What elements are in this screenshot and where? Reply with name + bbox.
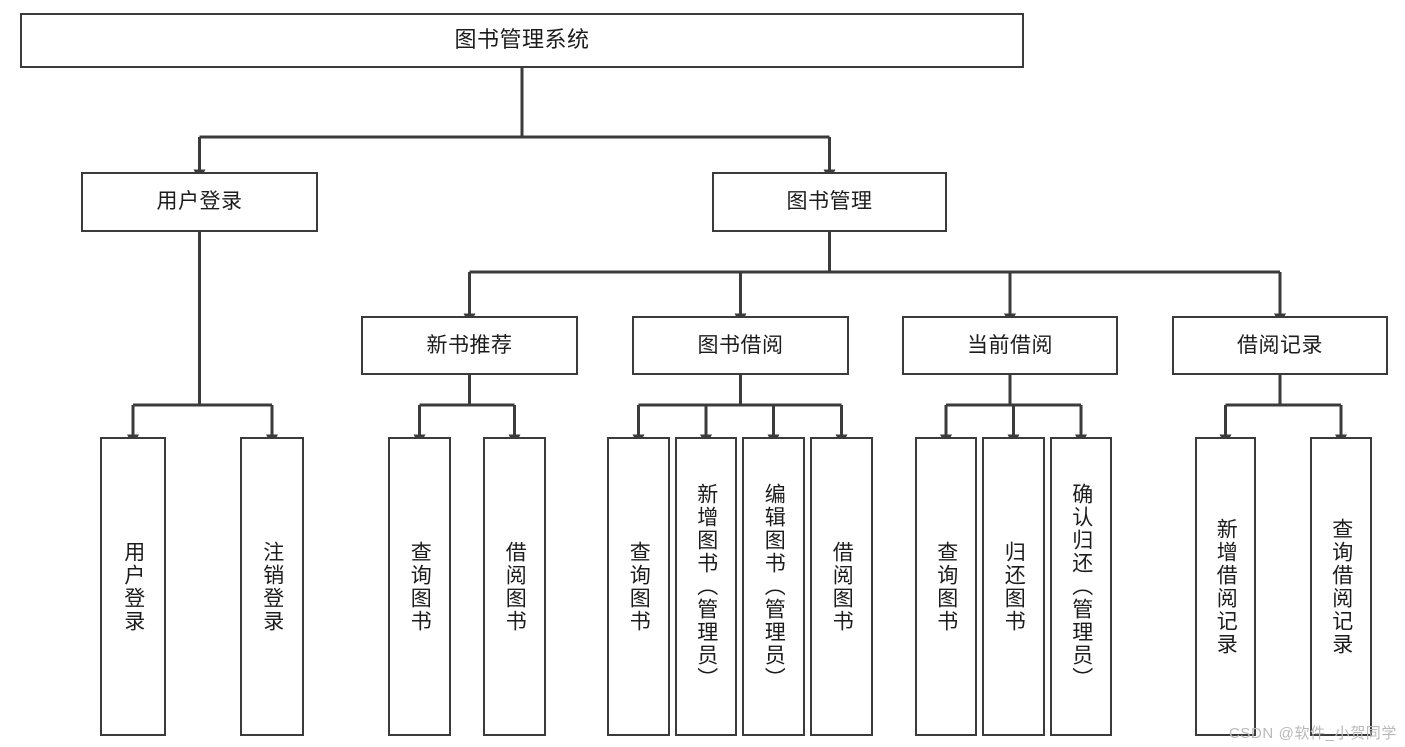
node-leaf-query-book-1[interactable]: 查询图书 [388,437,451,736]
node-book-manage[interactable]: 图书管理 [712,172,947,232]
node-label: 确认归还（管理员） [1069,483,1093,690]
node-leaf-borrow-book-2[interactable]: 借阅图书 [810,437,873,736]
node-current-loan[interactable]: 当前借阅 [902,316,1118,375]
node-leaf-confirm-return[interactable]: 确认归还（管理员） [1050,437,1112,736]
node-leaf-user-logout[interactable]: 注销登录 [240,437,304,736]
node-leaf-query-record[interactable]: 查询借阅记录 [1310,437,1372,736]
node-label: 新增借阅记录 [1214,517,1238,656]
node-leaf-edit-book[interactable]: 编辑图书（管理员） [742,437,805,736]
node-label: 新增图书（管理员） [694,483,718,690]
node-root[interactable]: 图书管理系统 [20,13,1024,68]
node-label: 当前借阅 [967,333,1053,357]
node-label: 用户登录 [156,190,243,214]
node-label: 注销登录 [260,540,284,633]
node-label: 借阅记录 [1237,333,1323,357]
node-label: 查询图书 [627,540,651,633]
node-label: 编辑图书（管理员） [762,483,786,690]
node-label: 图书管理 [786,190,873,214]
node-label: 查询图书 [408,540,432,633]
node-label: 图书借阅 [697,333,784,357]
node-leaf-user-login[interactable]: 用户登录 [100,437,166,736]
node-leaf-borrow-book-1[interactable]: 借阅图书 [483,437,546,736]
node-label: 查询图书 [934,540,958,633]
node-new-book-rec[interactable]: 新书推荐 [361,316,578,375]
node-user-login[interactable]: 用户登录 [81,172,318,232]
node-label: 查询借阅记录 [1329,517,1353,656]
node-leaf-return-book[interactable]: 归还图书 [982,437,1045,736]
node-label: 新书推荐 [426,333,513,357]
node-leaf-query-book-2[interactable]: 查询图书 [607,437,670,736]
node-label: 用户登录 [121,540,145,633]
node-label: 归还图书 [1002,540,1026,633]
node-label: 借阅图书 [503,540,527,633]
node-book-borrow[interactable]: 图书借阅 [632,316,849,375]
node-leaf-add-book[interactable]: 新增图书（管理员） [675,437,737,736]
node-label: 借阅图书 [830,540,854,633]
node-label: 图书管理系统 [454,27,590,53]
node-loan-record[interactable]: 借阅记录 [1172,316,1388,375]
node-leaf-add-record[interactable]: 新增借阅记录 [1195,437,1256,736]
node-leaf-query-book-3[interactable]: 查询图书 [915,437,977,736]
